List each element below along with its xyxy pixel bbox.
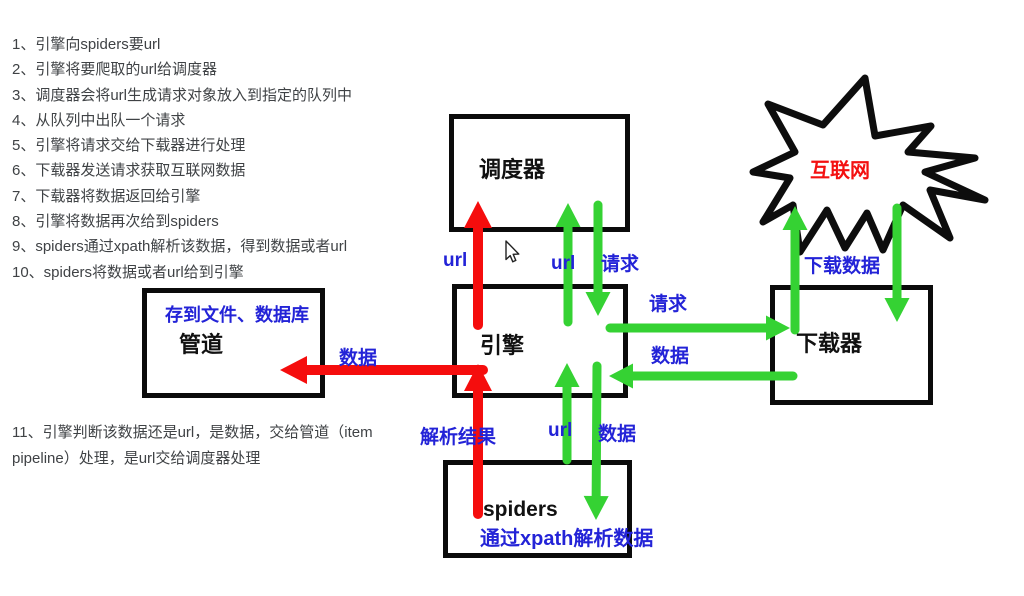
scheduler-label: 调度器: [479, 157, 546, 182]
edge-label-data-spiders: 数据: [598, 424, 637, 445]
downloader-label: 下载器: [796, 331, 863, 356]
step-item: 6、下载器发送请求获取互联网数据: [12, 162, 246, 180]
engine-node: [452, 284, 628, 398]
edge-label-url-spiders: url: [548, 420, 573, 441]
step-item: 5、引擎将请求交给下载器进行处理: [12, 137, 246, 155]
step-item: 4、从队列中出队一个请求: [12, 111, 186, 129]
edge-label-request-right: 请求: [649, 294, 688, 315]
pipeline-label: 管道: [179, 332, 224, 357]
spiders-sublabel: 通过xpath解析数据: [480, 528, 654, 550]
edge-label-parse-result: 解析结果: [420, 427, 497, 448]
pipeline-sublabel: 存到文件、数据库: [165, 305, 309, 325]
spiders-label: spiders: [483, 498, 558, 521]
step-item: 10、spiders将数据或者url给到引擎: [12, 263, 244, 281]
internet-label: 互联网: [810, 160, 870, 182]
edge-label-data-left: 数据: [651, 346, 690, 367]
mouse-cursor-icon: [505, 240, 520, 263]
edge-label-url-red: url: [443, 250, 468, 271]
arrowhead-downloader-to-internet-green: [782, 206, 808, 230]
step-item: 8、引擎将数据再次给到spiders: [12, 213, 219, 231]
edge-label-request-down: 请求: [601, 254, 640, 275]
step-item: 2、引擎将要爬取的url给调度器: [12, 61, 218, 79]
step-item: 1、引擎向spiders要url: [12, 36, 161, 53]
edge-label-data-pipeline: 数据: [339, 348, 378, 369]
step-item: 3、调度器会将url生成请求对象放入到指定的队列中: [12, 86, 353, 104]
step-item-11: 11、引擎判断该数据还是url，是数据，交给管道（item pipeline）处…: [12, 424, 373, 467]
edge-label-url-green: url: [551, 253, 576, 274]
edge-label-download-data: 下载数据: [804, 256, 881, 277]
step-item: 7、下载器将数据返回给引擎: [12, 187, 201, 205]
step-item: 9、spiders通过xpath解析该数据，得到数据或者url: [12, 238, 348, 256]
engine-label: 引擎: [480, 333, 525, 358]
step-list: 1、引擎向spiders要url 2、引擎将要爬取的url给调度器 3、调度器会…: [12, 32, 402, 285]
